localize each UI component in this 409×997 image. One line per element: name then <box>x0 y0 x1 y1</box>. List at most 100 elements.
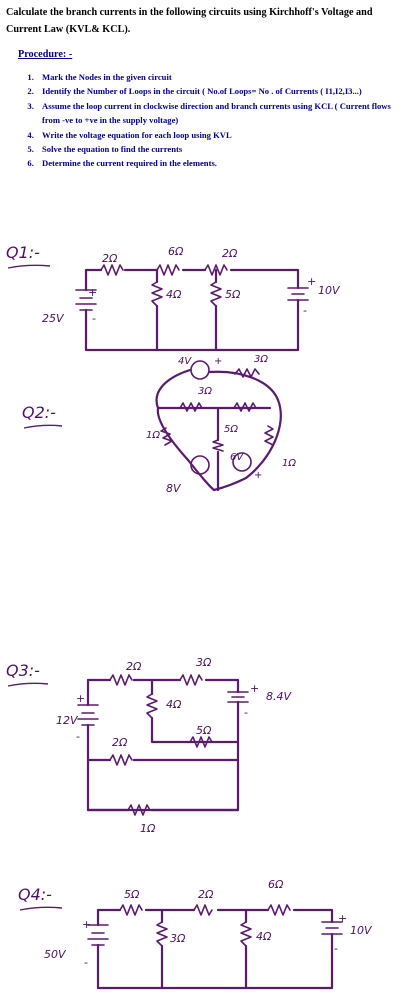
q4-plus-right: + <box>338 912 347 925</box>
q1-plus-left: + <box>88 286 97 299</box>
procedure-steps: Mark the Nodes in the given circuit Iden… <box>6 70 404 171</box>
q3-resistor-bottom <box>127 804 151 816</box>
q4-minus-right: - <box>334 942 338 955</box>
q1-label-underline <box>7 264 51 269</box>
q3-label-r-top2: 3Ω <box>196 656 212 669</box>
q1-label: Q1:- <box>6 243 40 262</box>
q2-source-4v <box>190 360 210 380</box>
q4-resistor-mid2 <box>240 921 252 947</box>
q4-resistor-top2 <box>193 904 213 916</box>
procedure-heading: Procedure: - <box>18 49 73 60</box>
q3-label-r-mid-low2: 5Ω <box>196 724 212 737</box>
procedure-step: Identify the Number of Loops in the circ… <box>36 84 404 98</box>
q1-resistor-5ohm <box>210 281 222 307</box>
q1-label-r-top1: 2Ω <box>102 252 118 265</box>
q4-label-r-top2: 2Ω <box>198 888 214 901</box>
q2-plus-top: + <box>214 356 222 367</box>
q2-resistor-inner-left <box>179 402 203 412</box>
q4-label-source-right: 10V <box>350 924 373 937</box>
q3-battery-12v <box>77 704 99 726</box>
q2-label-r-outer-top: 3Ω <box>254 354 268 365</box>
q3-minus-left: - <box>76 730 80 743</box>
q4-bottom-wire <box>96 932 334 990</box>
q4-circuit: Q4:- 5Ω 2Ω 6Ω 3Ω 4Ω 50V 10V + - + - <box>18 878 373 990</box>
q3-label-underline <box>7 682 49 687</box>
q3-battery-8-4v <box>227 691 249 703</box>
q1-resistor-2ohm-a <box>100 264 124 276</box>
q2-resistor-outer-top <box>234 368 260 378</box>
q2-top-arc-wire <box>155 368 280 410</box>
q2-circuit: Q2:- 4V + 3Ω 3Ω 1Ω 5Ω 1Ω 8V 6V + <box>22 354 296 495</box>
assignment-header: Calculate the branch currents in the fol… <box>6 4 404 171</box>
q1-label-r-mid2: 5Ω <box>225 288 241 301</box>
q1-label-source-left: 25V <box>42 312 65 325</box>
q3-resistor-mid1 <box>146 693 158 719</box>
q4-minus-left: - <box>84 956 88 969</box>
q2-label-underline <box>23 424 63 429</box>
q2-label-r-mid: 5Ω <box>224 424 238 435</box>
q4-top-wire <box>96 908 334 927</box>
q1-resistor-4ohm <box>151 281 163 307</box>
q1-label-r-top3: 2Ω <box>222 247 238 260</box>
q2-resistor-middle <box>212 439 224 452</box>
q3-label: Q3:- <box>6 661 40 680</box>
q4-label-source-left: 50V <box>44 948 67 961</box>
q1-plus-right: + <box>307 275 316 288</box>
q1-battery-10v <box>287 287 309 301</box>
q4-label-r-top3: 6Ω <box>268 878 284 891</box>
q2-resistor-left <box>160 427 173 446</box>
q1-minus-left: - <box>92 312 96 325</box>
q3-label-r-bottom: 1Ω <box>140 822 156 835</box>
q4-resistor-top1 <box>119 904 143 916</box>
q1-circuit: Q1:- 2Ω 6Ω 2Ω 4Ω 5Ω 25V 10V + - + - <box>6 243 341 352</box>
q2-side-wire <box>156 398 282 480</box>
q3-minus-right: - <box>244 706 248 719</box>
q3-circuit: Q3:- 2Ω 3Ω 4Ω 2Ω 5Ω 1Ω 12V 8.4V + - + - <box>6 656 292 835</box>
q4-resistor-top3 <box>267 904 291 916</box>
q1-battery-25v <box>75 289 97 311</box>
procedure-step: Solve the equation to find the currents <box>36 142 404 156</box>
q4-plus-left: + <box>82 918 91 931</box>
q3-label-r-top1: 2Ω <box>126 660 142 673</box>
q2-label-source-left: 8V <box>166 482 182 495</box>
q1-bottom-wire <box>84 298 300 352</box>
q4-battery-50v <box>87 924 109 946</box>
q3-label-source-right: 8.4V <box>266 690 292 703</box>
q1-label-source-right: 10V <box>318 284 341 297</box>
q1-resistor-6ohm <box>156 264 180 276</box>
q2-label: Q2:- <box>22 403 56 422</box>
q1-minus-right: - <box>303 304 307 317</box>
q3-mid-branch-wire <box>150 678 240 744</box>
q2-label-r-left: 1Ω <box>146 430 160 441</box>
assignment-title: Calculate the branch currents in the fol… <box>6 7 373 35</box>
procedure-step: Assume the loop current in clockwise dir… <box>36 99 404 128</box>
q3-label-r-mid-low1: 2Ω <box>112 736 128 749</box>
q3-label-r-mid1: 4Ω <box>166 698 182 711</box>
q3-plus-right: + <box>250 682 259 695</box>
q2-label-source-top: 4V <box>178 356 192 367</box>
q4-label-r-mid1: 3Ω <box>170 932 186 945</box>
q3-top-wire <box>86 678 240 707</box>
q2-source-6v <box>232 452 252 472</box>
q2-bottom-wire <box>186 458 248 492</box>
q2-label-r-right: 1Ω <box>282 458 296 469</box>
q2-source-8v <box>190 455 210 475</box>
q1-label-r-mid1: 4Ω <box>166 288 182 301</box>
q3-resistor-top1 <box>109 674 133 686</box>
q3-outer-wire <box>86 700 240 812</box>
q3-resistor-top2 <box>179 674 203 686</box>
q3-label-source-left: 12V <box>56 714 79 727</box>
q2-resistor-right <box>264 425 274 446</box>
q1-top-wire <box>84 268 300 292</box>
procedure-step: Mark the Nodes in the given circuit <box>36 70 404 84</box>
q4-label-underline <box>19 906 63 911</box>
q4-label-r-mid2: 4Ω <box>256 930 272 943</box>
q2-label-source-right: 6V <box>230 452 244 463</box>
q1-resistor-2ohm-b <box>204 264 228 276</box>
q3-resistor-mid-low1 <box>109 754 133 766</box>
q4-resistor-mid1 <box>156 921 168 947</box>
q3-resistor-mid-low2 <box>189 736 213 748</box>
q4-label-r-top1: 5Ω <box>124 888 140 901</box>
q2-plus-right: + <box>254 470 262 481</box>
